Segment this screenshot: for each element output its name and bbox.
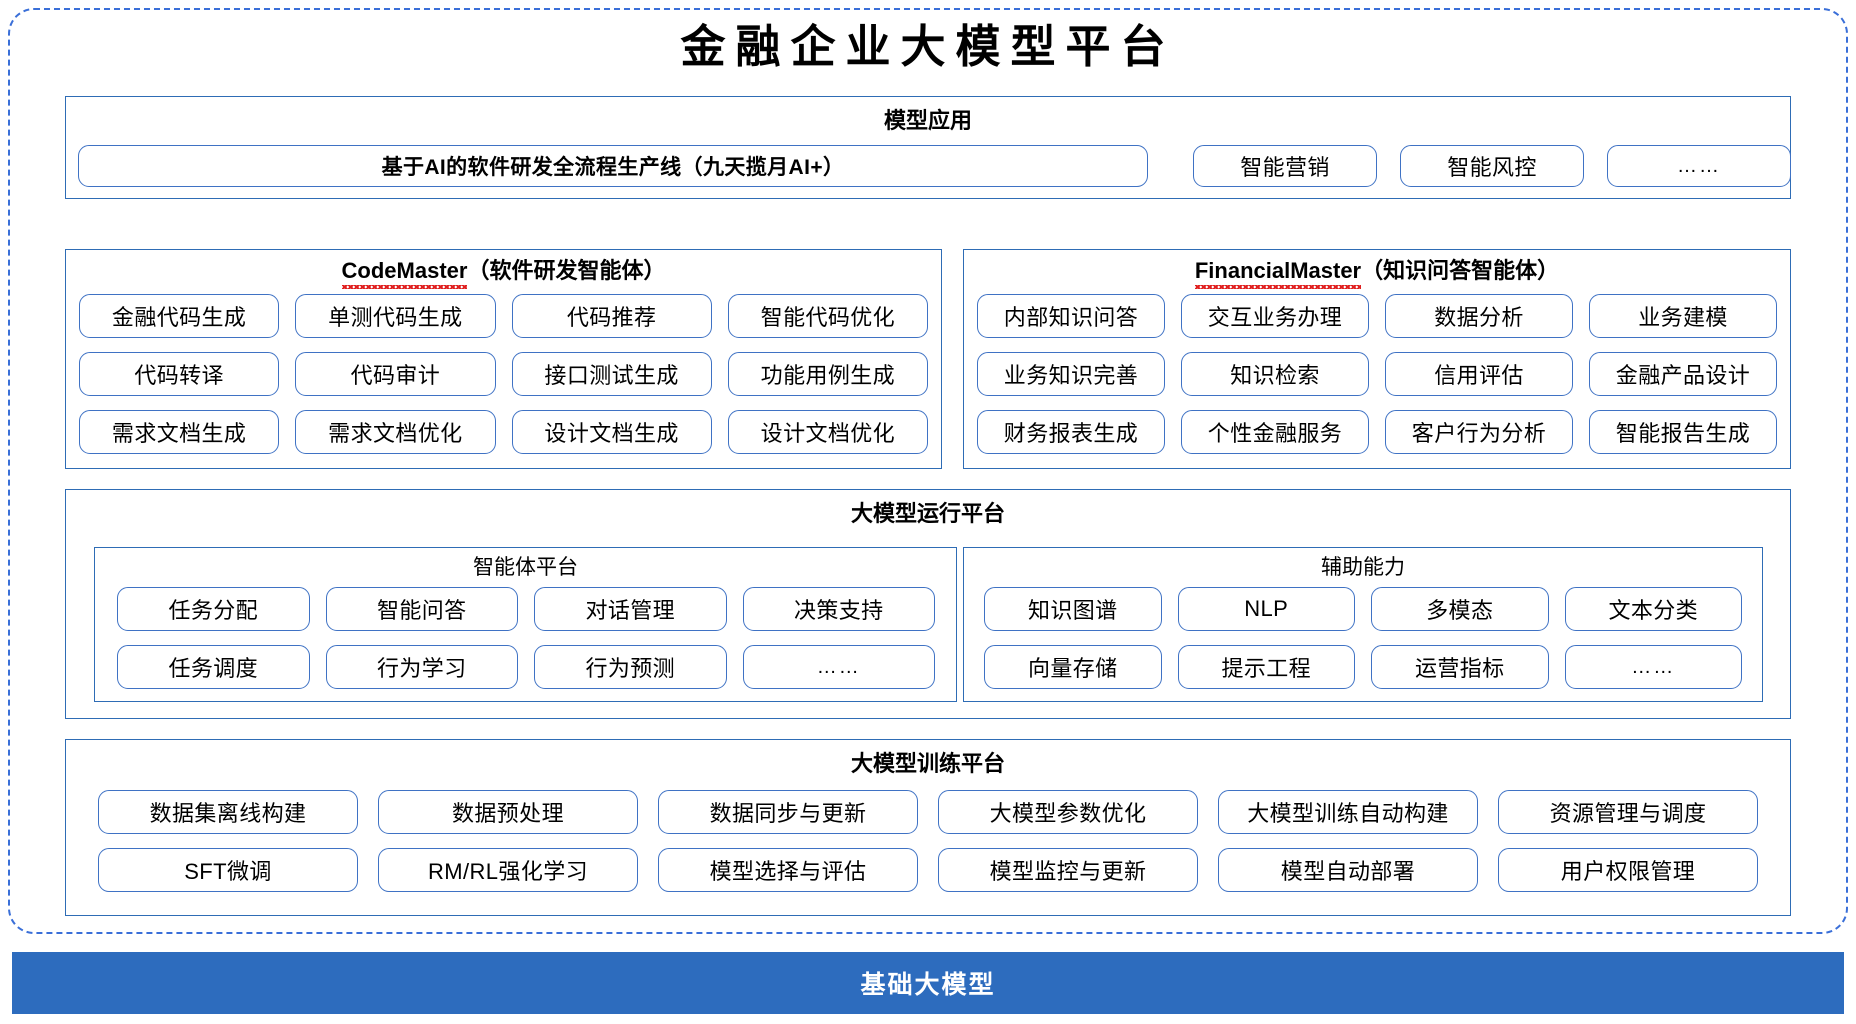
chip-training-item[interactable]: 模型监控与更新 — [938, 848, 1198, 892]
panel-title-training-platform: 大模型训练平台 — [850, 751, 1005, 776]
chip-agent-platform-item[interactable]: 行为预测 — [534, 645, 727, 689]
chip-code-master-item[interactable]: 智能代码优化 — [727, 294, 928, 338]
chip-auxiliary-item[interactable]: 知识图谱 — [984, 587, 1162, 631]
chip-training-item[interactable]: 大模型参数优化 — [938, 790, 1198, 834]
chip-financial-master-item[interactable]: 内部知识问答 — [977, 294, 1165, 338]
chip-code-master-item[interactable]: 设计文档优化 — [727, 410, 928, 454]
chip-training-item[interactable]: 数据集离线构建 — [98, 790, 358, 834]
chip-financial-master-item[interactable]: 金融产品设计 — [1589, 352, 1777, 396]
grid-code-master-items: 金融代码生成 单测代码生成 代码推荐 智能代码优化 代码转译 代码审计 接口测试… — [79, 294, 928, 454]
chip-agent-platform-item[interactable]: 对话管理 — [534, 587, 727, 631]
chip-agent-platform-item[interactable]: 决策支持 — [742, 587, 935, 631]
grid-auxiliary-items: 知识图谱 NLP 多模态 文本分类 向量存储 提示工程 运营指标 …… — [984, 587, 1742, 689]
chip-financial-master-item[interactable]: 信用评估 — [1385, 352, 1573, 396]
chip-financial-master-item[interactable]: 客户行为分析 — [1385, 410, 1573, 454]
chip-smart-marketing[interactable]: 智能营销 — [1193, 145, 1377, 187]
chip-financial-master-item[interactable]: 知识检索 — [1181, 352, 1369, 396]
chip-agent-platform-item[interactable]: 智能问答 — [325, 587, 518, 631]
panel-title-auxiliary-capability: 辅助能力 — [1321, 556, 1405, 579]
chip-training-item[interactable]: 大模型训练自动构建 — [1218, 790, 1478, 834]
chip-training-item[interactable]: 用户权限管理 — [1498, 848, 1758, 892]
chip-code-master-item[interactable]: 代码推荐 — [511, 294, 712, 338]
chip-code-master-item[interactable]: 代码转译 — [79, 352, 280, 396]
chip-auxiliary-item[interactable]: 多模态 — [1371, 587, 1549, 631]
chip-financial-master-item[interactable]: 数据分析 — [1385, 294, 1573, 338]
chip-ai-sdlc-pipeline[interactable]: 基于AI的软件研发全流程生产线（九天揽月AI+） — [78, 145, 1148, 187]
grid-financial-master-items: 内部知识问答 交互业务办理 数据分析 业务建模 业务知识完善 知识检索 信用评估… — [977, 294, 1777, 454]
chip-smart-risk-control[interactable]: 智能风控 — [1400, 145, 1584, 187]
chip-auxiliary-item[interactable]: 运营指标 — [1371, 645, 1549, 689]
panel-title-agent-platform: 智能体平台 — [473, 556, 578, 579]
chip-auxiliary-item[interactable]: NLP — [1177, 587, 1355, 631]
chip-model-application-more[interactable]: …… — [1607, 145, 1791, 187]
chip-financial-master-item[interactable]: 业务建模 — [1589, 294, 1777, 338]
chip-training-item[interactable]: SFT微调 — [98, 848, 358, 892]
financial-master-suffix-label: （知识问答智能体） — [1361, 258, 1560, 283]
chip-financial-master-item[interactable]: 财务报表生成 — [977, 410, 1165, 454]
chip-financial-master-item[interactable]: 智能报告生成 — [1589, 410, 1777, 454]
chip-auxiliary-item[interactable]: 提示工程 — [1177, 645, 1355, 689]
chip-financial-master-item[interactable]: 业务知识完善 — [977, 352, 1165, 396]
panel-title-model-application: 模型应用 — [883, 108, 972, 133]
chip-code-master-item[interactable]: 金融代码生成 — [79, 294, 280, 338]
chip-code-master-item[interactable]: 功能用例生成 — [727, 352, 928, 396]
chip-training-item[interactable]: 资源管理与调度 — [1498, 790, 1758, 834]
chip-financial-master-item[interactable]: 交互业务办理 — [1181, 294, 1369, 338]
panel-title-code-master: CodeMaster（软件研发智能体） — [66, 256, 941, 289]
page-title: 金融企业大模型平台 — [680, 20, 1176, 73]
base-model-band: 基础大模型 — [12, 952, 1844, 1014]
chip-code-master-item[interactable]: 需求文档优化 — [295, 410, 496, 454]
chip-auxiliary-more[interactable]: …… — [1564, 645, 1742, 689]
code-master-suffix-label: （软件研发智能体） — [467, 258, 666, 283]
chip-training-item[interactable]: RM/RL强化学习 — [378, 848, 638, 892]
chip-financial-master-item[interactable]: 个性金融服务 — [1181, 410, 1369, 454]
grid-agent-platform-items: 任务分配 智能问答 对话管理 决策支持 任务调度 行为学习 行为预测 …… — [117, 587, 935, 689]
chip-auxiliary-item[interactable]: 向量存储 — [984, 645, 1162, 689]
financial-master-brand-label: FinancialMaster — [1194, 256, 1362, 289]
chip-training-item[interactable]: 模型选择与评估 — [658, 848, 918, 892]
chip-code-master-item[interactable]: 需求文档生成 — [79, 410, 280, 454]
grid-training-platform-items: 数据集离线构建 数据预处理 数据同步与更新 大模型参数优化 大模型训练自动构建 … — [98, 790, 1758, 892]
chip-agent-platform-more[interactable]: …… — [742, 645, 935, 689]
code-master-brand-label: CodeMaster — [341, 256, 467, 289]
base-model-band-label: 基础大模型 — [860, 971, 996, 999]
chip-code-master-item[interactable]: 设计文档生成 — [511, 410, 712, 454]
chip-code-master-item[interactable]: 单测代码生成 — [295, 294, 496, 338]
chip-training-item[interactable]: 数据预处理 — [378, 790, 638, 834]
chip-agent-platform-item[interactable]: 任务调度 — [117, 645, 310, 689]
chip-agent-platform-item[interactable]: 任务分配 — [117, 587, 310, 631]
panel-title-runtime-platform: 大模型运行平台 — [850, 501, 1005, 526]
panel-title-financial-master: FinancialMaster（知识问答智能体） — [964, 256, 1790, 289]
chip-code-master-item[interactable]: 接口测试生成 — [511, 352, 712, 396]
chip-training-item[interactable]: 数据同步与更新 — [658, 790, 918, 834]
chip-auxiliary-item[interactable]: 文本分类 — [1564, 587, 1742, 631]
chip-code-master-item[interactable]: 代码审计 — [295, 352, 496, 396]
chip-agent-platform-item[interactable]: 行为学习 — [325, 645, 518, 689]
chip-training-item[interactable]: 模型自动部署 — [1218, 848, 1478, 892]
